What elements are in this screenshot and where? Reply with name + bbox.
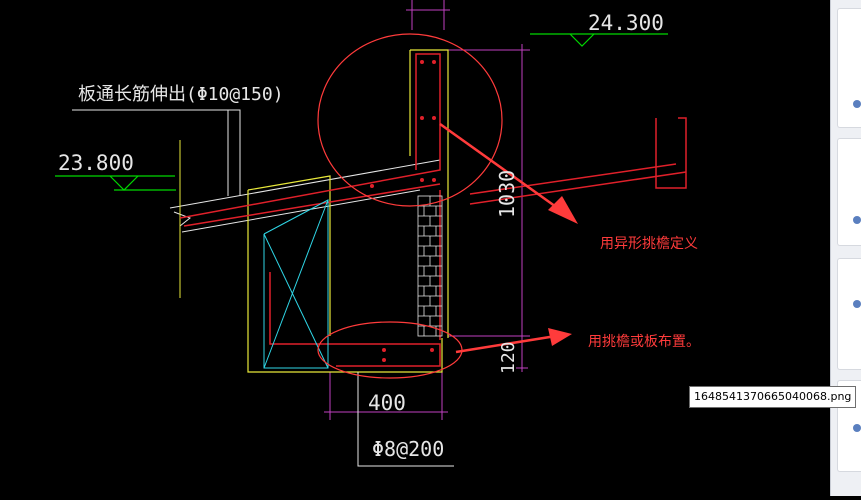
annotation-arrow-upper-head (548, 196, 578, 224)
rebar-dots (370, 60, 436, 362)
side-panel-dot-icon (853, 100, 861, 108)
elevation-top-label: 24.300 (588, 11, 664, 35)
dim-width-label: 400 (368, 391, 406, 415)
elevation-top-triangle (569, 33, 595, 47)
filename-tooltip: 1648541370665040068.png (689, 386, 857, 408)
elevation-markers (55, 33, 668, 191)
rebar (179, 53, 687, 367)
side-panel-card[interactable] (837, 138, 861, 246)
rebar-dot (432, 178, 436, 182)
annotation-arrow-lower-head (548, 328, 572, 346)
brick-wall (417, 195, 443, 337)
rebar-dot (420, 116, 424, 120)
slab-outline (169, 49, 449, 373)
elevation-slab-label: 23.800 (58, 151, 134, 175)
rebar-right-slab (469, 171, 687, 205)
stirrup (263, 199, 329, 369)
stirrup-note: Φ8@200 (372, 437, 444, 461)
rebar-dot (430, 348, 434, 352)
side-panel-dot-icon (853, 216, 861, 224)
cad-drawing-canvas: 24.300 23.800 板通长筋伸出(Φ10@150) 1030 120 4… (55, 0, 700, 467)
slab-break-mark (173, 211, 191, 227)
cad-drawing: 24.300 23.800 板通长筋伸出(Φ10@150) 1030 120 4… (55, 0, 700, 467)
rebar-dot (432, 60, 436, 64)
highlight-ellipse-upper (317, 33, 503, 207)
rebar-parapet-upper (179, 53, 441, 219)
note-leaders (72, 109, 454, 467)
dimension-lines (324, 0, 530, 420)
side-panel-card[interactable] (837, 258, 861, 370)
slab-rebar-note-leader (72, 109, 241, 196)
annotation-lower-text: 用挑檐或板布置。 (588, 334, 700, 350)
slab-rebar-note: 板通长筋伸出(Φ10@150) (78, 84, 284, 105)
rebar-dot (370, 184, 374, 188)
side-panel-dot-icon (853, 424, 861, 432)
dim-height-label: 1030 (495, 170, 519, 218)
rebar-dot (382, 348, 386, 352)
rebar-dot (420, 178, 424, 182)
stirrup-diagonal-2 (263, 199, 329, 369)
brick-hatch (418, 196, 442, 336)
stirrup-diagonal-1 (263, 233, 329, 369)
slab-bottom-edge (181, 189, 421, 233)
annotation-arrow-lower-shaft (455, 334, 557, 354)
rebar-beam-bottom (269, 272, 441, 367)
stirrup-note-leader (357, 372, 454, 467)
beam-inner-outline (247, 175, 331, 336)
red-annotations (317, 33, 578, 379)
side-panel-dot-icon (853, 300, 861, 308)
rebar-slab-lower (183, 183, 441, 227)
rebar-right-slab-2 (469, 163, 677, 195)
rebar-dot (382, 358, 386, 362)
rebar-right-detail (655, 117, 687, 189)
parapet-outline (410, 49, 449, 338)
dim-bottom-label: 120 (498, 341, 519, 374)
elevation-slab-triangle (109, 175, 139, 191)
side-panel-card[interactable] (837, 8, 861, 128)
annotation-arrow-upper-shaft (439, 122, 567, 216)
rebar-dot (420, 60, 424, 64)
rebar-dot (432, 116, 436, 120)
side-panel (830, 0, 861, 496)
slab-top-edge (169, 159, 441, 209)
annotation-upper-text: 用异形挑檐定义 (600, 236, 698, 252)
